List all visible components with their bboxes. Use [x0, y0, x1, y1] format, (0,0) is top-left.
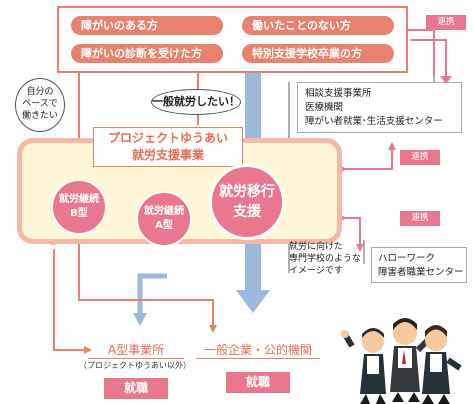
shushoku-badge-a: 就職 — [104, 378, 168, 399]
program-title: プロジェクトゆうあい 就労支援事業 — [93, 127, 243, 167]
target-pill: 障がいの診断を受けた方 — [71, 44, 223, 63]
note-line: 専門学校のような — [289, 254, 362, 264]
partner-box-support: 相談支援事業所 医療機関 障がい者就業･生活支援センター — [297, 82, 462, 133]
program-title-line: プロジェクトゆうあい — [107, 131, 228, 145]
target-pill: 障がいのある方 — [71, 16, 223, 35]
self-paced-bubble: 自分の ペースで 働きたい — [15, 78, 65, 132]
renkei-badge: 連携 — [400, 211, 440, 226]
bubble-line: 自分の — [26, 87, 54, 97]
circle-line: 就労継続 — [59, 194, 99, 205]
outcome-a-type-note: （プロジェクトゆうあい以外） — [79, 361, 191, 370]
shushoku-badge-general: 就職 — [226, 372, 290, 393]
a-type-flow-arrow — [133, 273, 167, 326]
partner-line: 医療機関 — [305, 102, 344, 113]
circle-line: 支援 — [233, 204, 261, 220]
transition-support-circle: 就労移行支援 — [209, 164, 285, 240]
partner-line: 障害者職業センター — [378, 267, 464, 278]
want-work-text: 一般就労したい！ — [152, 95, 240, 108]
note-line: イメージです — [289, 266, 343, 276]
b-type-circle: 就労継続 B型 — [51, 179, 107, 235]
bubble-line: 働きたい — [21, 111, 58, 121]
circle-line: 就労移行 — [219, 184, 275, 200]
partner-line: 相談支援事業所 — [305, 88, 372, 99]
partner-line: 障がい者就業･生活支援センター — [305, 116, 443, 127]
circle-line: A型 — [155, 220, 173, 231]
workers-illustration — [341, 318, 462, 404]
outcome-a-type: A型事業所 — [88, 341, 184, 359]
partner-box-hellowork: ハローワーク 障害者職業センター — [371, 247, 467, 283]
target-audience-box: 障がいのある方 働いたことのない方 障がいの診断を受けた方 特別支援学校卒業の方 — [57, 6, 408, 73]
renkei-badge: 連携 — [400, 150, 440, 165]
want-work-bubble: 一般就労したい！ — [151, 89, 241, 115]
target-pill: 働いたことのない方 — [242, 16, 394, 35]
renkei-badge: 連携 — [426, 15, 466, 30]
bubble-line: ペースで — [22, 99, 58, 109]
note-line: 就労に向けた — [289, 242, 344, 252]
circle-line: 就労継続 — [144, 206, 184, 217]
outcome-general: 一般企業・公的機関 — [196, 341, 320, 359]
program-title-line: 就労支援事業 — [131, 148, 204, 162]
target-pill: 特別支援学校卒業の方 — [242, 44, 394, 63]
a-type-circle: 就労継続 A型 — [136, 191, 192, 247]
circle-line: B型 — [70, 208, 88, 219]
partner-line: ハローワーク — [378, 253, 436, 264]
image-note: 就労に向けた 専門学校のような イメージです — [289, 241, 369, 277]
